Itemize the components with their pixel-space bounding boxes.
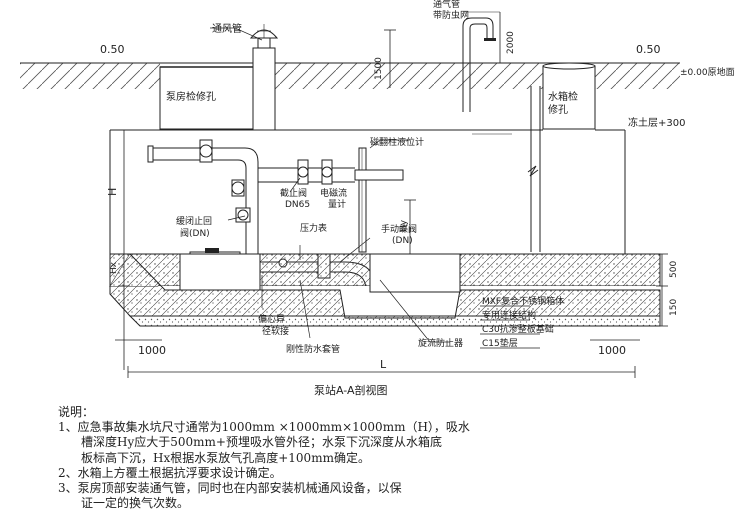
note-1-line-1: 1、应急事故集水坑尺寸通常为1000mm ×1000mm×1000mm（H），吸… (58, 420, 470, 435)
label-layer-2: 专用连接结构 (482, 309, 536, 321)
label-flowmeter-b: 量计 (328, 198, 346, 210)
foundation (109, 253, 661, 330)
label-butterfly-b: (DN) (392, 236, 413, 246)
tank-divider-pipe (527, 86, 541, 252)
note-3-line-2: 证一定的换气次数。 (81, 496, 190, 511)
level-gauge (358, 147, 367, 253)
label-flowmeter-a: 电磁流 (320, 187, 347, 199)
label-dim-H: H (106, 188, 119, 196)
label-vent-top-b: 带防虫网 (433, 9, 469, 21)
label-reducer-b: 径软接 (262, 325, 289, 337)
note-1-line-3: 板标高下沉，Hx根据水泵放气孔高度+100mm确定。 (81, 450, 370, 465)
label-vent-top-a: 通气管 (433, 0, 460, 10)
label-dim-Hy: Hy (399, 219, 409, 232)
label-dim-1000-left: 1000 (138, 344, 166, 357)
tank-hatch (542, 62, 596, 130)
label-dim-500: 500 (669, 261, 679, 278)
label-dim-L: L (380, 358, 387, 371)
label-layer-1: MXF复合不锈钢箱体 (482, 295, 564, 307)
label-tank-hatch-a: 水箱检 (548, 90, 578, 103)
label-butterfly-a: 手动蝶阀 (381, 223, 417, 235)
pump-station-section-drawing: 通风管 通气管 带防虫网 2000 1500 0.50 0.50 ±0.00原地… (20, 0, 735, 397)
label-level-gauge: 磁翻柱液位计 (370, 136, 424, 148)
label-ground-level: ±0.00原地面 (680, 66, 735, 78)
diagram-labels: 通风管 通气管 带防虫网 2000 1500 0.50 0.50 ±0.00原地… (100, 0, 735, 397)
callout-leaders (210, 27, 540, 349)
label-vortex: 旋流防止器 (418, 337, 463, 349)
label-check-valve-b: 阀(DN) (180, 228, 210, 239)
notes-heading: 说明： (58, 405, 95, 419)
vent-pipe (249, 24, 279, 131)
pipe-valves (147, 139, 333, 223)
diagram-title: 泵站A-A剖视图 (314, 383, 388, 397)
label-dim-2000: 2000 (506, 31, 516, 54)
label-dim-1000-right: 1000 (598, 344, 626, 357)
label-pressure-gauge: 压力表 (300, 222, 327, 234)
label-reducer-a: 偏心异 (258, 313, 285, 325)
label-level-right: 0.50 (636, 43, 661, 56)
label-layer-3: C30抗渗整板基础 (482, 323, 554, 335)
label-layer-4: C15垫层 (482, 337, 518, 349)
label-tank-hatch-b: 修孔 (548, 103, 568, 116)
note-3-line-1: 3、泵房顶部安装通气管，同时也在内部安装机械通风设备，以保 (58, 481, 402, 496)
label-globe-valve-b: DN65 (285, 200, 310, 210)
label-dim-150: 150 (669, 299, 679, 316)
label-dim-1500: 1500 (374, 57, 384, 80)
label-vent-pipe: 通风管 (212, 22, 242, 35)
label-globe-valve-a: 截止阀 (280, 187, 307, 199)
notes-block: 说明： 1、应急事故集水坑尺寸通常为1000mm ×1000mm×1000mm（… (58, 405, 748, 511)
note-1-line-2: 槽深度Hy应大于500mm+预埋吸水管外径；水泵下沉深度从水箱底 (81, 435, 442, 450)
label-frost-layer: 冻土层+300 (628, 116, 685, 129)
dimension-lines (115, 12, 668, 378)
breather-pipe (462, 11, 500, 112)
label-level-left: 0.50 (100, 43, 125, 56)
note-2: 2、水箱上方覆土根据抗浮要求设计确定。 (58, 465, 282, 480)
label-check-valve-a: 缓闭止回 (176, 215, 212, 227)
label-dim-Hx: Hx (109, 261, 119, 274)
water-level (465, 129, 520, 135)
label-pump-hatch: 泵房检修孔 (166, 90, 216, 103)
label-sleeve: 刚性防水套管 (286, 343, 340, 355)
